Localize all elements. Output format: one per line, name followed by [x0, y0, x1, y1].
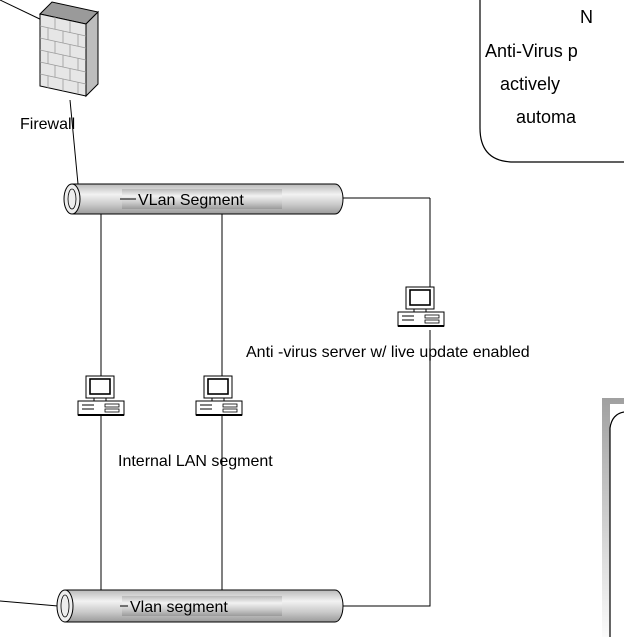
vlan-segment-top-label: VLan Segment — [138, 192, 244, 209]
note-box: N Anti-Virus p actively automa — [479, 0, 624, 163]
note-line-4: automa — [516, 107, 577, 127]
note-line-1: N — [580, 7, 593, 27]
desktop-computer-icon — [77, 375, 125, 416]
note-line-2: Anti-Virus p — [485, 41, 578, 61]
vlan-segment-bottom: Vlan segment — [56, 589, 344, 623]
av-server-label: Anti -virus server w/ live update enable… — [246, 344, 530, 361]
internal-lan-label: Internal LAN segment — [118, 453, 273, 470]
brick-wall-icon — [38, 1, 100, 98]
desktop-computer-icon — [195, 375, 243, 416]
note-line-3: actively — [500, 74, 560, 94]
vlan-segment-bottom-label: Vlan segment — [130, 599, 228, 616]
desktop-computer-icon — [397, 286, 445, 327]
vlan-segment-top: VLan Segment — [63, 183, 344, 215]
firewall-label: Firewall — [20, 116, 75, 133]
partial-panel — [602, 398, 624, 637]
